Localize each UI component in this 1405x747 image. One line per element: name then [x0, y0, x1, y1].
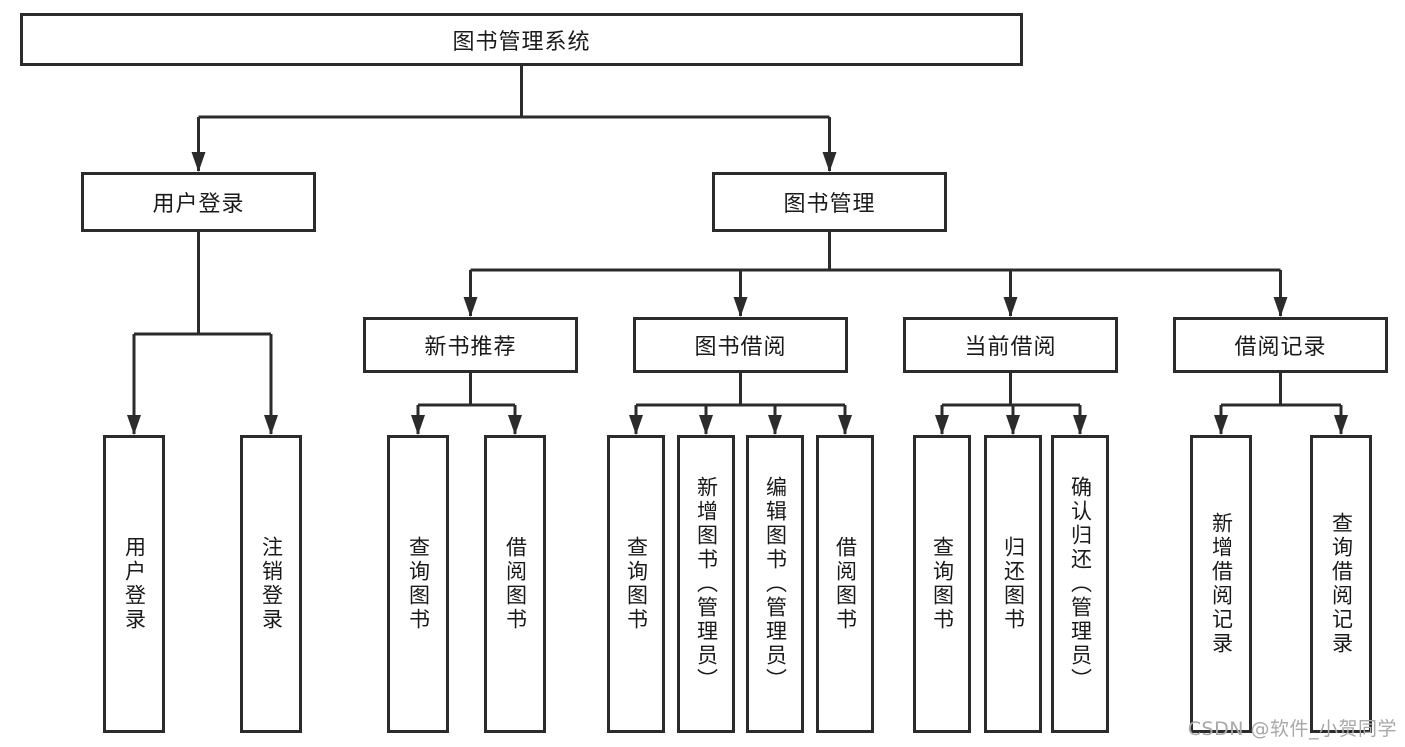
node-box-level3-3[interactable]: [1173, 317, 1388, 373]
arrow-head-icon-level2-1: [822, 152, 837, 172]
arrow-head-icon-current_borrow-0: [935, 415, 949, 435]
node-box-level2-1[interactable]: [712, 172, 947, 232]
node-box-leaf-borrow_record-1[interactable]: [1310, 435, 1372, 733]
node-box-leaf-new_book-1[interactable]: [484, 435, 546, 733]
node-box-leaf-user_login-0[interactable]: [103, 435, 165, 733]
node-box-level3-2[interactable]: [903, 317, 1118, 373]
arrow-head-icon-book_borrow-2: [768, 415, 782, 435]
arrow-head-icon-current_borrow-2: [1073, 415, 1087, 435]
arrow-head-icon-borrow_record-1: [1334, 415, 1348, 435]
arrow-head-icon-level2-0: [191, 152, 206, 172]
arrow-head-icon-user_login-1: [264, 415, 278, 435]
node-box-leaf-user_login-1[interactable]: [240, 435, 302, 733]
node-box-leaf-current_borrow-0[interactable]: [913, 435, 971, 733]
arrow-head-icon-borrow_record-0: [1214, 415, 1228, 435]
arrow-head-icon-current_borrow-1: [1006, 415, 1020, 435]
node-box-leaf-book_borrow-1[interactable]: [677, 435, 735, 733]
watermark-text: CSDN @软件_小贺同学: [1187, 718, 1397, 740]
arrow-head-icon-level3-0: [463, 297, 478, 317]
arrow-head-icon-user_login-0: [127, 415, 141, 435]
node-box-leaf-current_borrow-2[interactable]: [1051, 435, 1109, 733]
node-box-leaf-borrow_record-0[interactable]: [1190, 435, 1252, 733]
node-box-leaf-book_borrow-3[interactable]: [816, 435, 874, 733]
arrow-head-icon-book_borrow-3: [838, 415, 852, 435]
node-box-leaf-book_borrow-0[interactable]: [607, 435, 665, 733]
node-box-level3-1[interactable]: [633, 317, 848, 373]
arrow-head-icon-book_borrow-0: [629, 415, 643, 435]
node-box-leaf-current_borrow-1[interactable]: [984, 435, 1042, 733]
node-box-leaf-book_borrow-2[interactable]: [746, 435, 804, 733]
node-box-layer: [20, 13, 1388, 733]
node-box-root[interactable]: [20, 13, 1023, 66]
connector-layer: [127, 66, 1348, 435]
node-box-level3-0[interactable]: [363, 317, 578, 373]
arrow-head-icon-book_borrow-1: [699, 415, 713, 435]
node-box-leaf-new_book-0[interactable]: [387, 435, 449, 733]
node-box-level2-0[interactable]: [81, 172, 316, 232]
arrow-head-icon-new_book-1: [508, 415, 522, 435]
arrow-head-icon-new_book-0: [411, 415, 425, 435]
arrow-head-icon-level3-2: [1003, 297, 1018, 317]
arrow-head-icon-level3-1: [733, 297, 748, 317]
arrow-head-icon-level3-3: [1273, 297, 1288, 317]
